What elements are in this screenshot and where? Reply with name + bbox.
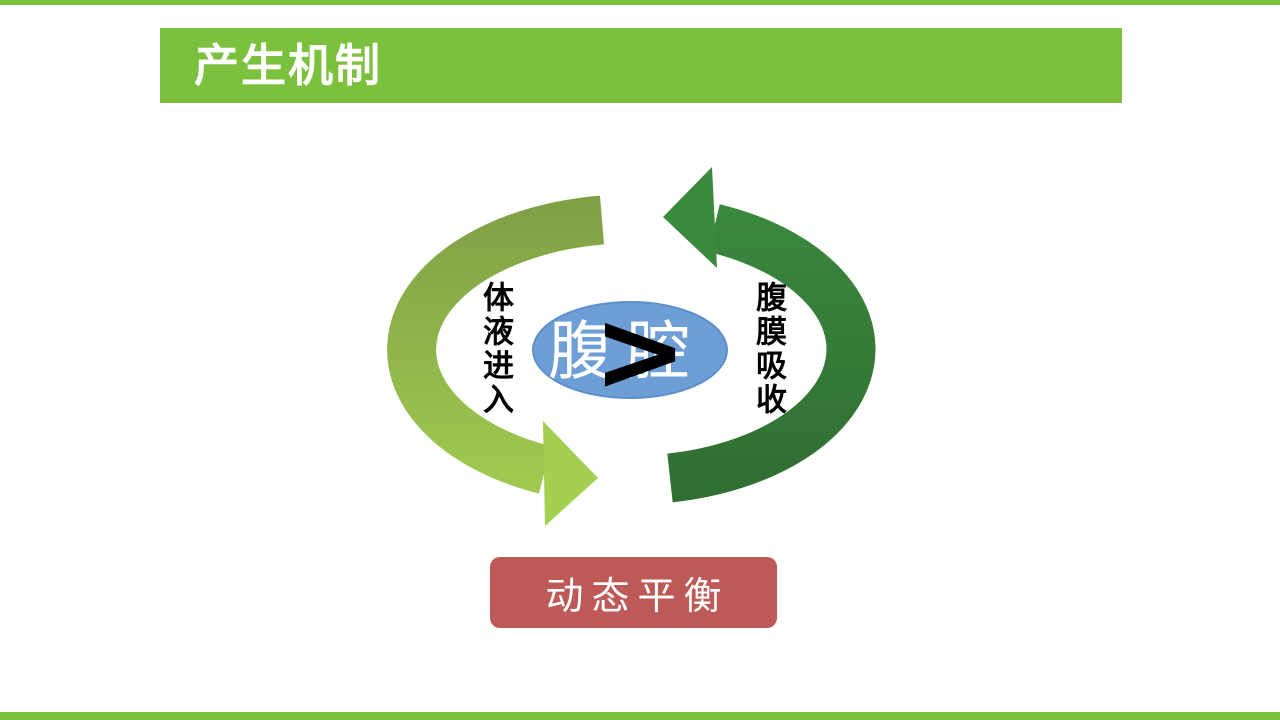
- dynamic-balance-box: 动态平衡: [490, 557, 777, 628]
- top-accent-bar: [0, 0, 1280, 5]
- right-arrow-label: 腹膜吸收: [750, 281, 786, 417]
- left-arrow-label: 体液进入: [477, 281, 513, 417]
- page-title: 产生机制: [194, 40, 383, 91]
- center-label: 腹腔: [548, 317, 704, 388]
- dynamic-balance-label: 动态平衡: [545, 576, 730, 618]
- right-cycle-arrow-body: [667, 204, 876, 503]
- greater-than-symbol: >: [593, 287, 687, 417]
- right-cycle-arrowhead: [663, 167, 717, 268]
- left-cycle-arrow-body: [387, 195, 605, 494]
- title-bar: 产生机制: [160, 28, 1122, 103]
- left-cycle-arrowhead: [543, 421, 598, 526]
- bottom-accent-bar: [0, 712, 1280, 720]
- center-ellipse: [532, 301, 728, 399]
